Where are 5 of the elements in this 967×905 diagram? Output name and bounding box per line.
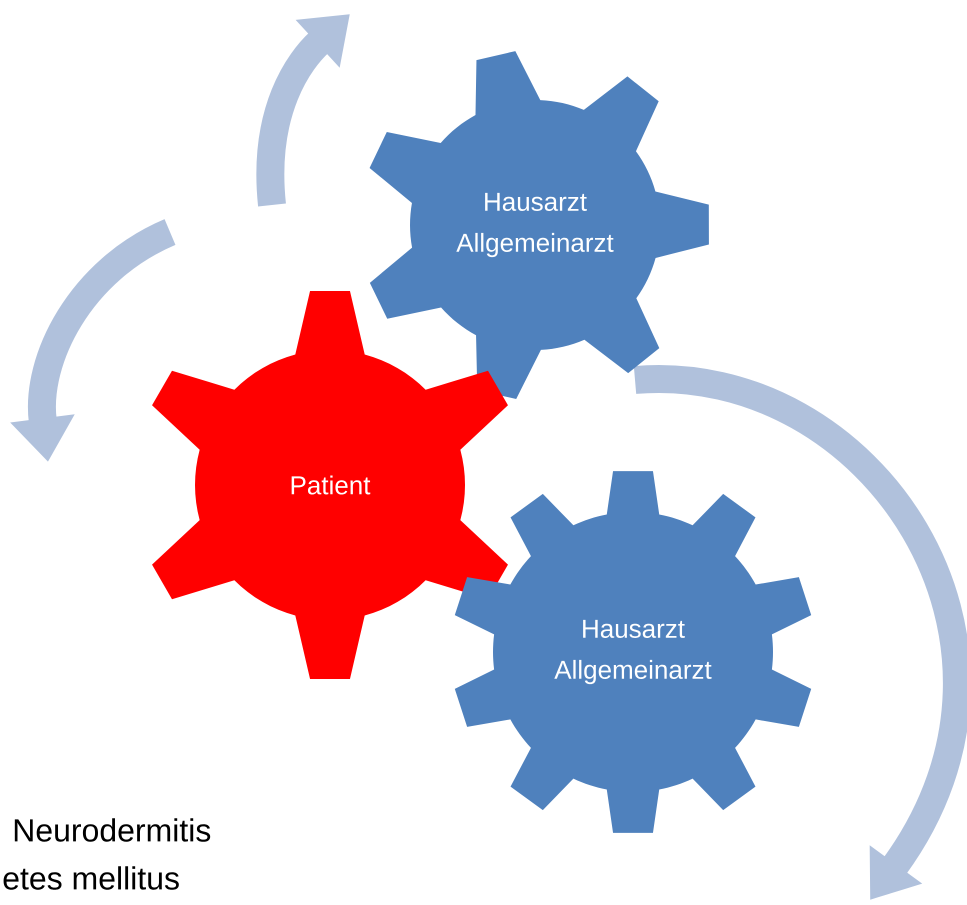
diagnosis-text: etes mellitus — [4, 866, 179, 890]
gear: Hausarzt Allgemeinarzt — [370, 51, 709, 399]
gear: Hausarzt Allgemeinarzt — [454, 471, 812, 833]
diagnosis-text: Neurodermitis — [14, 818, 210, 842]
gear: Patient — [152, 291, 508, 679]
